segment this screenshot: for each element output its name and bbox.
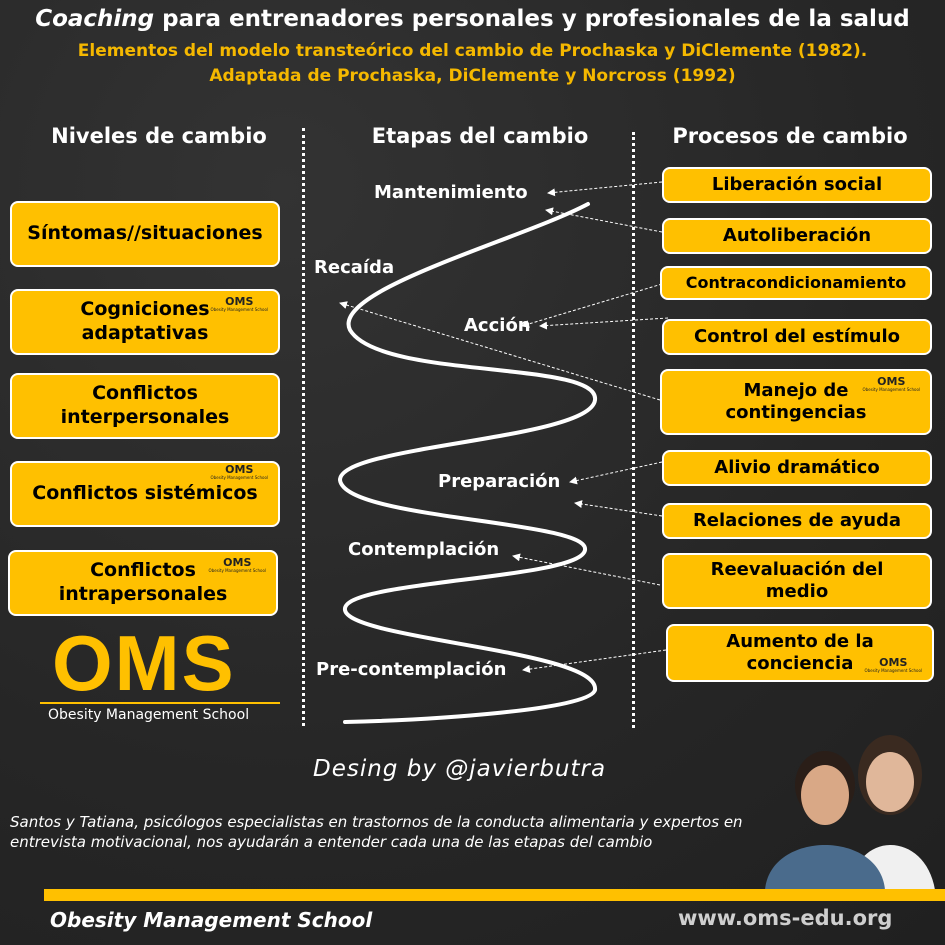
stage-action: Acción [464,315,531,336]
footer-website: www.oms-edu.org [678,906,893,930]
process-box-control-estimulo: Control del estímulo [662,319,932,355]
presenters-photo [765,735,935,890]
stages-header: Etapas del cambio [371,124,589,148]
arrow-relaciones-ayuda [574,500,663,517]
right-separator [632,132,635,728]
process-box-contracondicionamiento: Contracondicionamiento [660,266,932,300]
process-box-alivio-dramatico: Alivio dramático [662,450,932,486]
oms-logo: OMS [52,619,236,707]
stage-contemplation: Contemplación [348,539,500,560]
level-box-symptoms: Síntomas//situaciones [10,201,280,267]
description-text: Santos y Tatiana, psicólogos especialist… [10,813,743,851]
process-box-autoliberacion: Autoliberación [662,218,932,254]
process-box-liberacion-social: Liberación social [662,167,932,203]
arrow-contracondicionamiento [521,283,663,328]
stage-precontemplation: Pre-contemplación [316,659,507,680]
processes-header: Procesos de cambio [672,124,908,148]
stage-preparation: Preparación [438,471,561,492]
page-title: Coaching para entrenadores personales y … [35,6,910,32]
footer-bar [44,889,945,901]
arrow-aumento-conciencia [522,649,667,673]
logo-underline [40,702,280,704]
arrow-liberacion-social [547,181,663,197]
arrow-control-estimulo [539,317,669,330]
levels-header: Niveles de cambio [51,124,267,148]
arrow-manejo-contingencias [339,301,661,401]
process-box-reevaluacion-medio: Reevaluación del medio [662,553,932,609]
footer-school-name: Obesity Management School [50,908,373,932]
level-box-interpersonal: Conflictos interpersonales [10,373,280,439]
design-credit: Desing by @javierbutra [313,756,607,782]
arrow-alivio-dramatico [569,461,663,485]
spiral-curve [337,202,598,724]
stage-maintenance: Mantenimiento [374,182,528,203]
oms-logo-subtitle: Obesity Management School [48,707,250,723]
process-box-relaciones-ayuda: Relaciones de ayuda [662,503,932,539]
subtitle-line-2: Adaptada de Prochaska, DiClemente y Norc… [209,66,736,86]
stage-relapse: Recaída [314,257,395,278]
arrow-autoliberacion [545,207,663,233]
left-separator [302,128,305,726]
subtitle-line-1: Elementos del modelo transteórico del ca… [77,41,868,61]
